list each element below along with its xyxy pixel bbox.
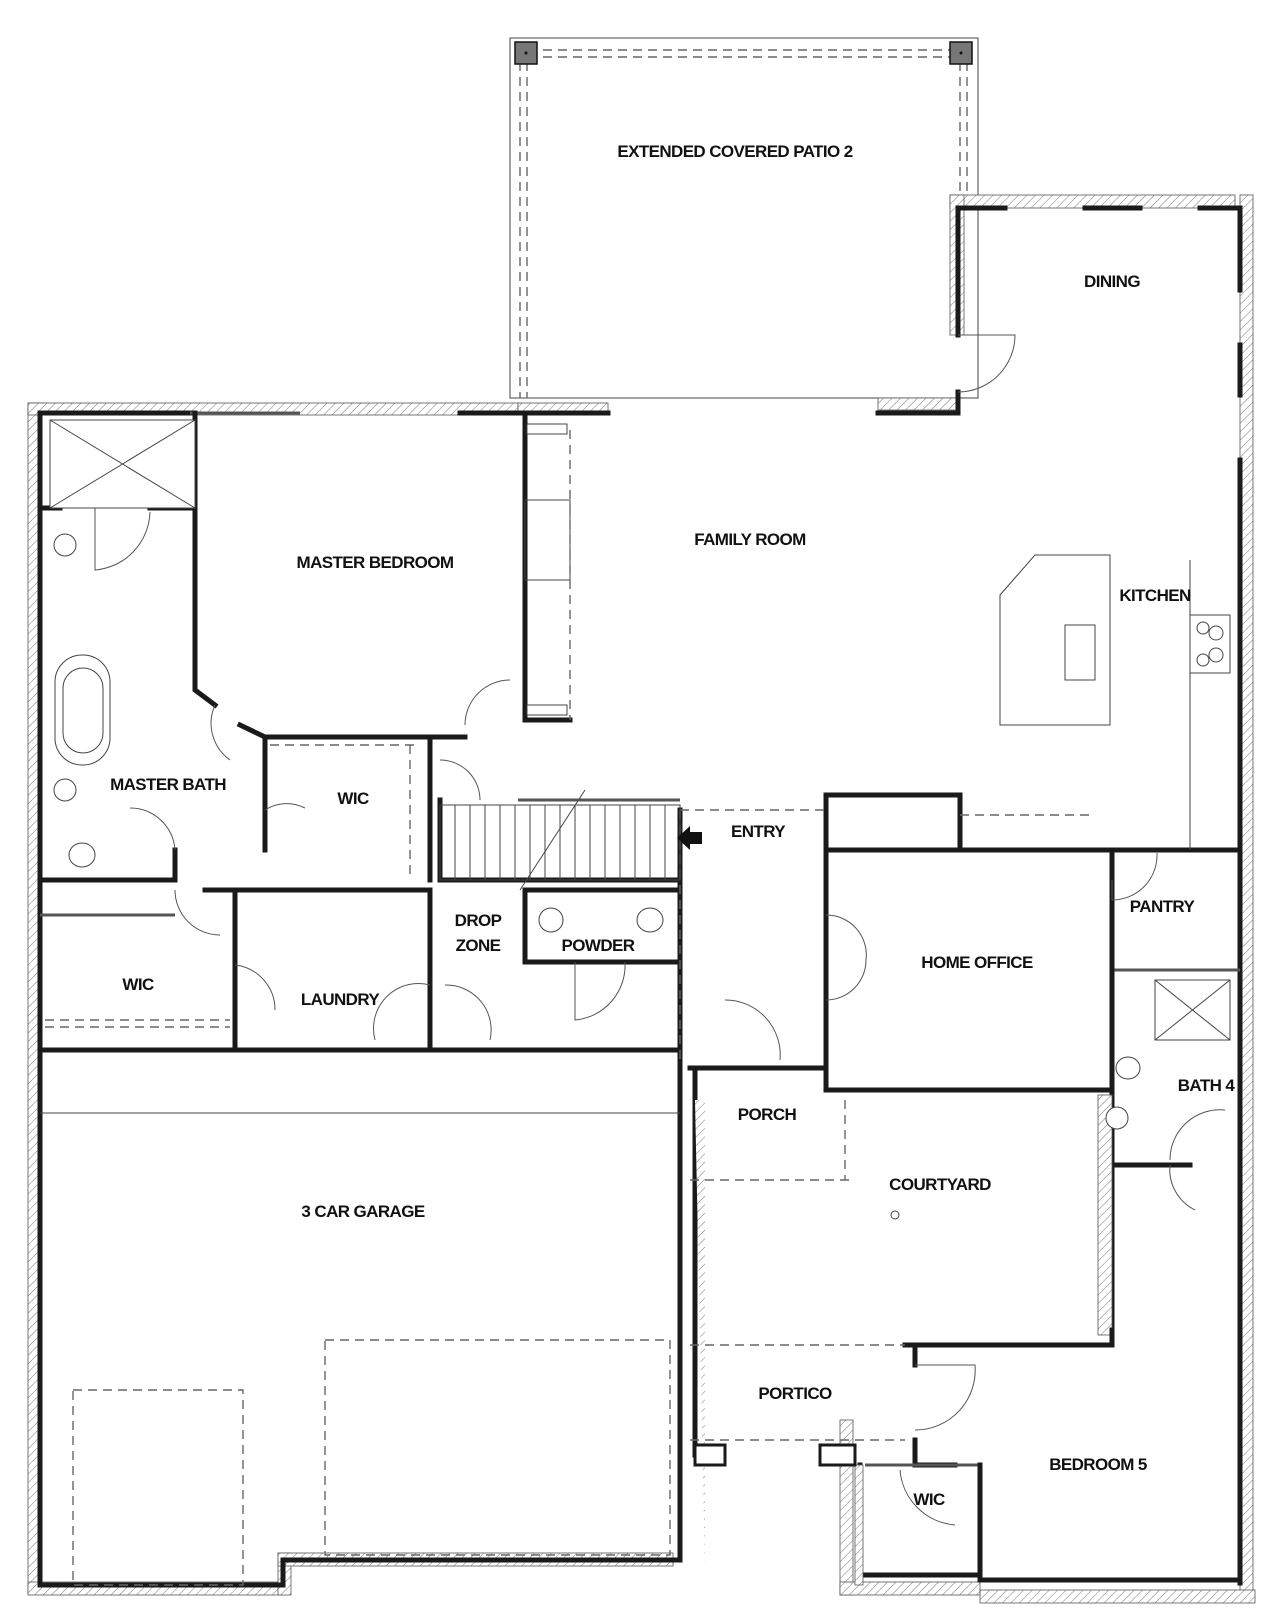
sink-icon <box>53 533 77 557</box>
label-courtyard: COURTYARD <box>889 1175 991 1194</box>
dashed-lines <box>45 430 1095 1586</box>
label-wic-master: WIC <box>337 789 369 808</box>
label-kitchen: KITCHEN <box>1119 586 1191 605</box>
doors <box>94 334 1226 1526</box>
label-drop-zone-line2: ZONE <box>456 936 501 955</box>
patio-structure <box>509 37 979 399</box>
label-bath4: BATH 4 <box>1178 1076 1236 1095</box>
label-portico: PORTICO <box>758 1384 832 1403</box>
entry-arrow-icon <box>677 826 702 850</box>
drain-icon <box>890 1210 900 1220</box>
label-family-room: FAMILY ROOM <box>694 530 806 549</box>
interior-walls <box>37 205 1243 1588</box>
stairs <box>439 789 681 891</box>
label-dining: DINING <box>1084 272 1140 291</box>
label-pantry: PANTRY <box>1130 897 1196 916</box>
label-laundry: LAUNDRY <box>301 990 381 1009</box>
kitchen-island <box>999 554 1111 726</box>
label-entry: ENTRY <box>731 822 786 841</box>
toilet-icon <box>1115 1056 1141 1080</box>
label-home-office: HOME OFFICE <box>921 953 1033 972</box>
label-drop-zone-line1: DROP <box>455 911 502 930</box>
label-powder: POWDER <box>562 936 635 955</box>
label-master-bath: MASTER BATH <box>110 775 226 794</box>
toilet-icon <box>68 842 96 868</box>
kitchen-sink <box>1064 624 1096 681</box>
room-labels: EXTENDED COVERED PATIO 2 DINING MASTER B… <box>110 142 1236 1509</box>
label-wic-left: WIC <box>122 975 154 994</box>
sink-icon <box>53 778 77 802</box>
label-garage: 3 CAR GARAGE <box>301 1202 424 1221</box>
sink-icon <box>538 907 564 933</box>
exterior-walls <box>27 194 1256 1604</box>
label-wic-bedroom5: WIC <box>913 1490 945 1509</box>
label-patio: EXTENDED COVERED PATIO 2 <box>617 142 852 161</box>
fixtures <box>49 419 1231 1220</box>
toilet-icon <box>636 907 664 933</box>
label-bedroom5: BEDROOM 5 <box>1049 1455 1147 1474</box>
label-porch: PORCH <box>738 1105 797 1124</box>
sink-icon <box>1105 1106 1129 1130</box>
cooktop <box>1189 614 1231 674</box>
label-master-bedroom: MASTER BEDROOM <box>297 553 454 572</box>
